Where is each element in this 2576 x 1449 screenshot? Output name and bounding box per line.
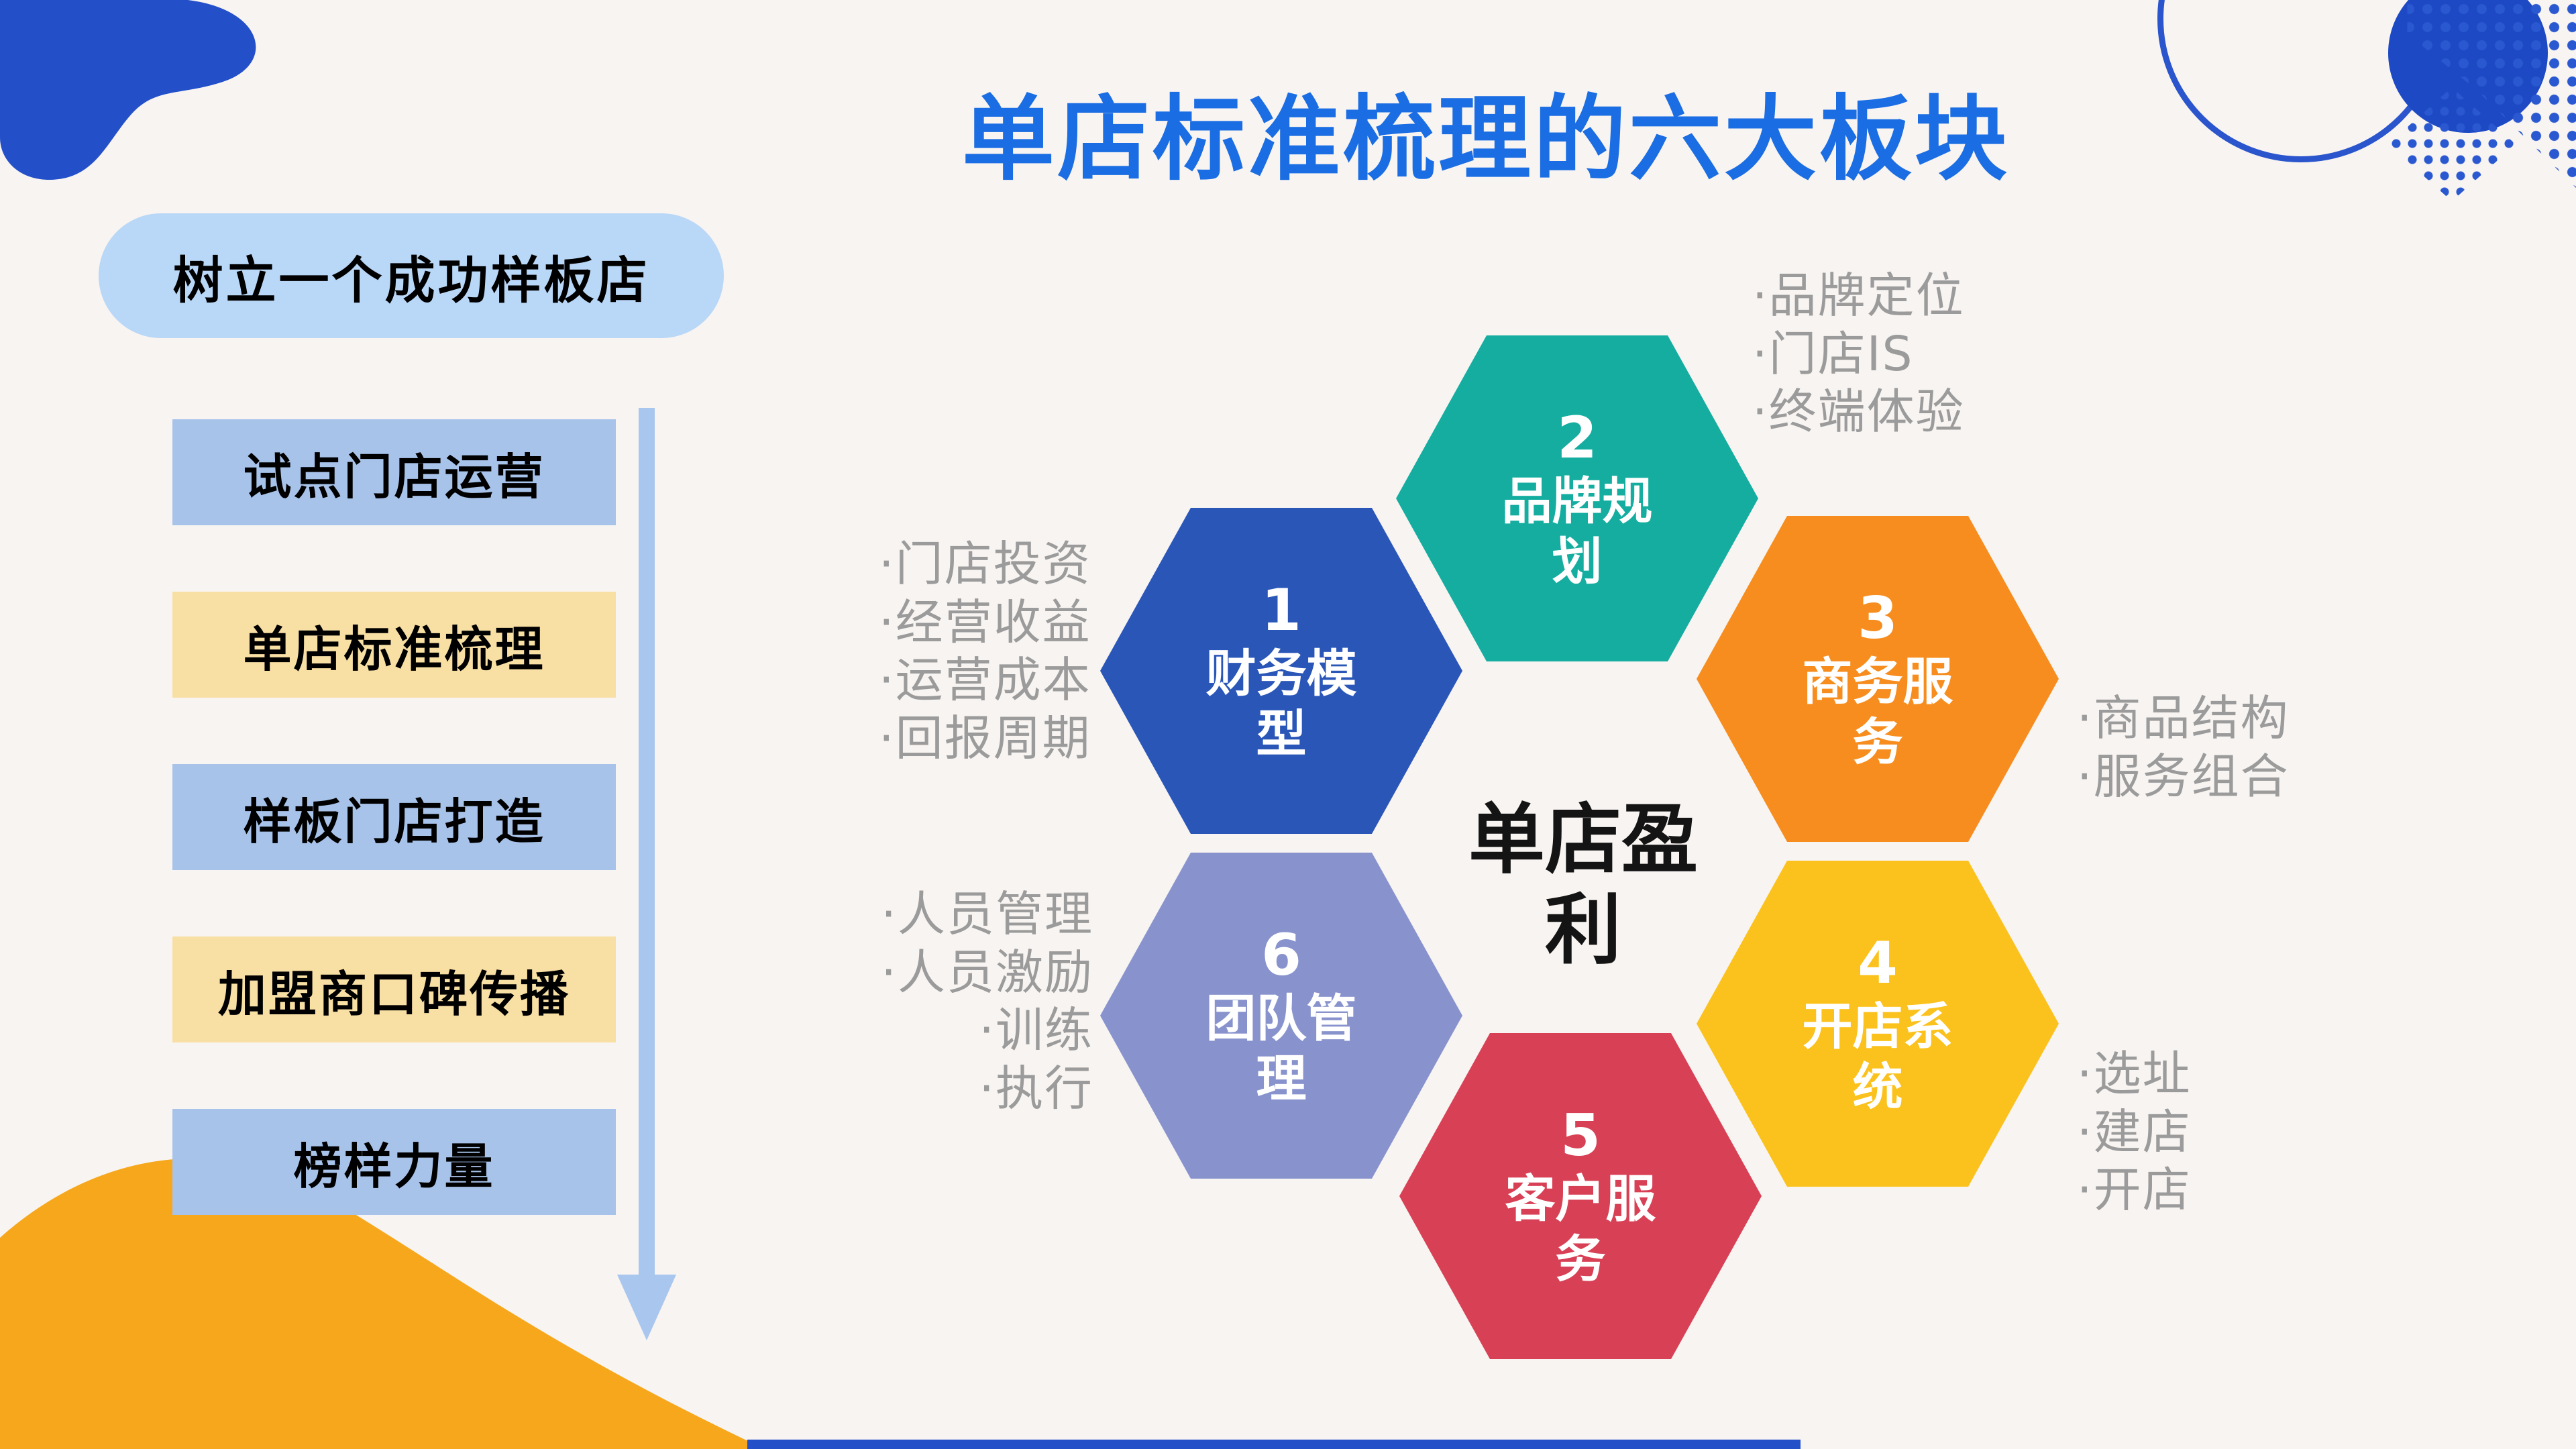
hexagon-business: 3 商务服务 [1697, 516, 2059, 842]
hexagon-label: 客户服务 [1505, 1169, 1656, 1289]
step-item-4: 加盟商口碑传播 [172, 936, 616, 1042]
annotation-line: ·建店 [2077, 1104, 2192, 1160]
annotation-line: ·门店IS [1752, 325, 1914, 382]
halftone-diamond-decoration [2388, 87, 2516, 201]
step-label: 试点门店运营 [243, 448, 545, 505]
hexagon-brand: 2 品牌规划 [1396, 335, 1758, 661]
annotation-opening: ·选址 ·建店 ·开店 [2077, 1045, 2192, 1220]
annotation-line: ·选址 [2077, 1046, 2192, 1102]
step-item-2: 单店标准梳理 [172, 592, 616, 698]
annotation-brand: ·品牌定位 ·门店IS ·终端体验 [1752, 267, 1965, 441]
hexagon-finance: 1 财务模型 [1100, 508, 1462, 834]
step-item-5: 榜样力量 [172, 1109, 616, 1215]
circle-outline-decoration [2157, 0, 2445, 162]
hexagon-number: 6 [1261, 921, 1301, 989]
hexagon-label: 财务模型 [1205, 644, 1357, 764]
diagram-center-label: 单店盈利 [1468, 795, 1698, 975]
hexagon-opening: 4 开店系统 [1697, 861, 2059, 1187]
hexagon-number: 4 [1858, 929, 1898, 997]
annotation-team: ·人员管理 ·人员激励 ·训练 ·执行 [849, 885, 1093, 1118]
bottom-bar-decoration [747, 1440, 1801, 1449]
hexagon-customer: 5 客户服务 [1399, 1033, 1762, 1359]
annotation-line: ·训练 [979, 1002, 1093, 1059]
hexagon-label: 商务服务 [1802, 652, 1953, 772]
page-title: 单店标准梳理的六大板块 [961, 85, 2010, 193]
hexagon-number: 1 [1261, 576, 1301, 644]
step-item-1: 试点门店运营 [172, 419, 616, 525]
annotation-line: ·门店投资 [879, 536, 1091, 592]
annotation-line: ·执行 [979, 1060, 1093, 1116]
annotation-line: ·人员激励 [881, 944, 1093, 1000]
halftone-dots-decoration [2407, 0, 2576, 188]
annotation-line: ·运营成本 [879, 652, 1091, 708]
hexagon-number: 5 [1560, 1102, 1601, 1169]
left-panel-header-label: 树立一个成功样板店 [172, 250, 650, 310]
annotation-line: ·服务组合 [2077, 748, 2290, 804]
step-label: 加盟商口碑传播 [217, 965, 570, 1022]
step-label: 榜样力量 [293, 1138, 495, 1195]
left-panel-header: 树立一个成功样板店 [99, 213, 724, 338]
hexagon-number: 3 [1858, 584, 1898, 652]
annotation-business: ·商品结构 ·服务组合 [2077, 690, 2290, 806]
hexagon-label: 开店系统 [1802, 997, 1953, 1117]
annotation-line: ·终端体验 [1752, 384, 1965, 440]
annotation-line: ·人员管理 [881, 886, 1093, 942]
annotation-finance: ·门店投资 ·经营收益 ·运营成本 ·回报周期 [879, 535, 1091, 767]
step-label: 样板门店打造 [243, 793, 545, 850]
annotation-line: ·回报周期 [879, 710, 1091, 766]
hexagon-label: 团队管理 [1205, 989, 1357, 1109]
flow-arrow-icon [617, 408, 676, 1340]
annotation-line: ·开店 [2077, 1162, 2192, 1218]
solid-circle-decoration [2388, 0, 2548, 133]
annotation-line: ·商品结构 [2077, 690, 2290, 746]
hexagon-number: 2 [1557, 404, 1597, 472]
hexagon-label: 品牌规划 [1501, 472, 1653, 592]
annotation-line: ·品牌定位 [1752, 268, 1965, 323]
hexagon-team: 6 团队管理 [1100, 853, 1462, 1179]
step-item-3: 样板门店打造 [172, 764, 616, 870]
annotation-line: ·经营收益 [879, 594, 1091, 650]
step-label: 单店标准梳理 [243, 621, 545, 678]
